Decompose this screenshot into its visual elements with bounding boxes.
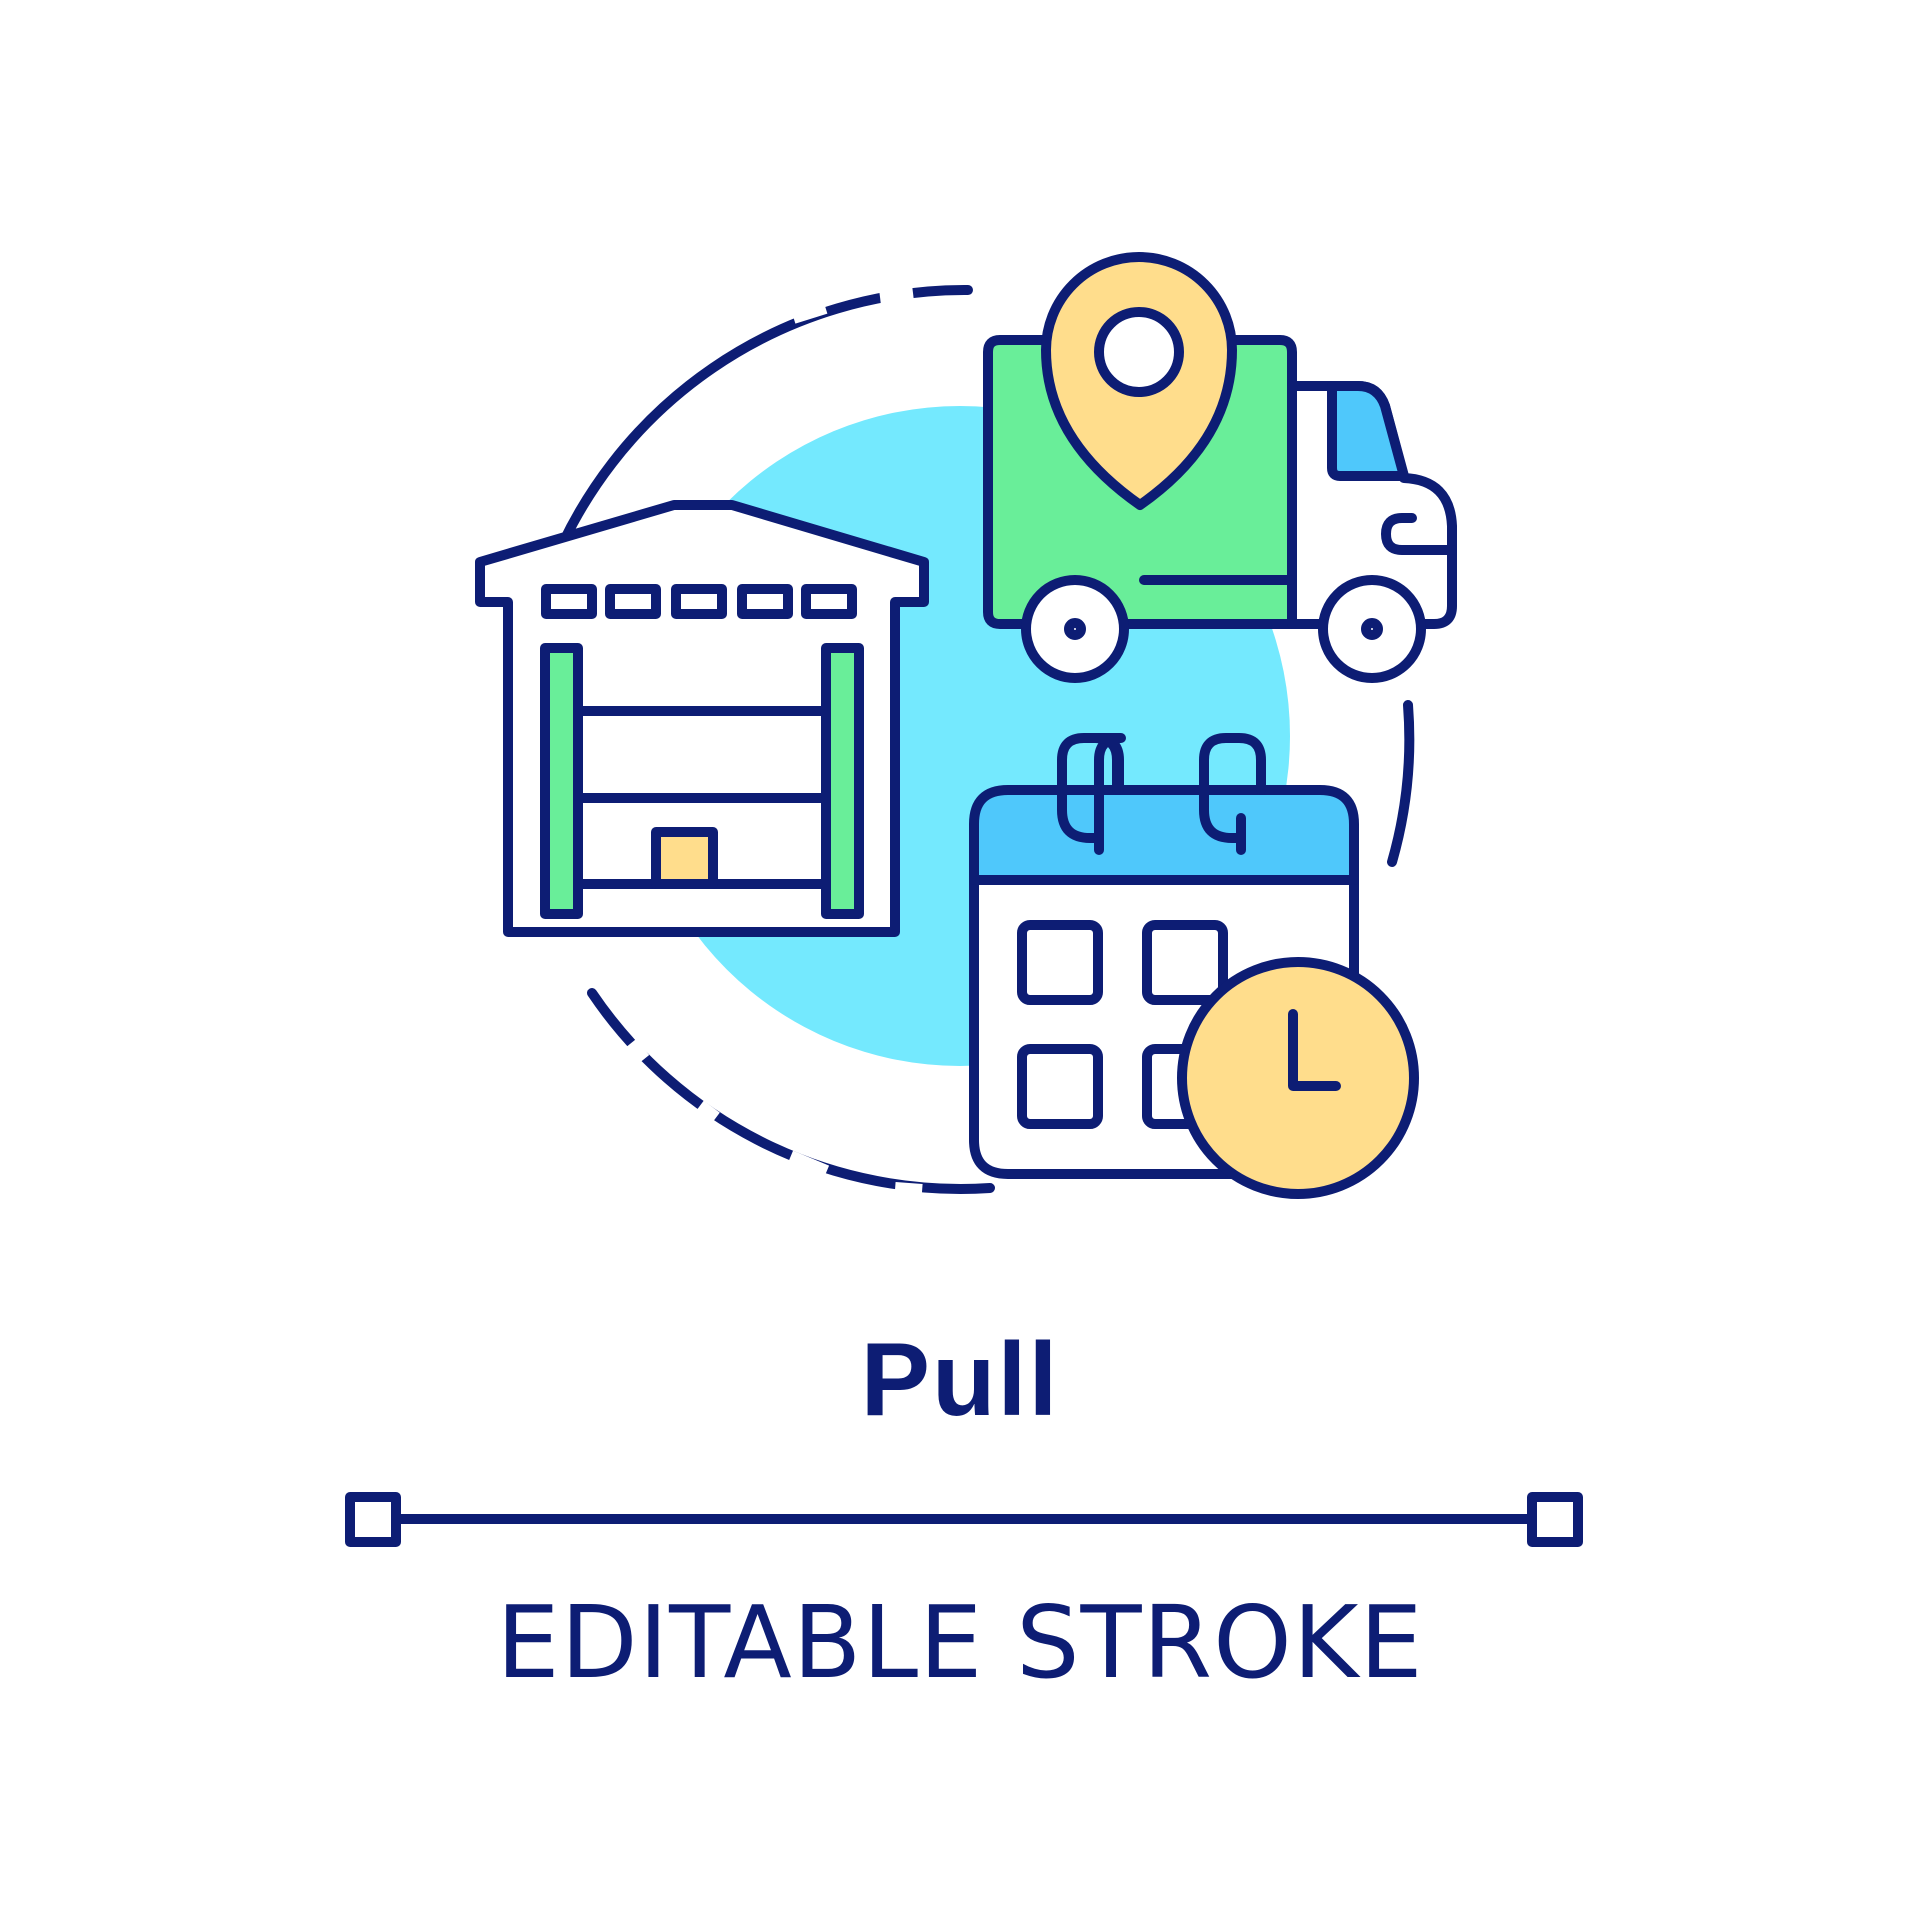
location-pin-icon bbox=[1041, 252, 1237, 510]
stroke-divider bbox=[345, 1492, 1583, 1547]
dashed-circle-gaps bbox=[552, 285, 923, 1200]
editable-stroke-caption: EDITABLE STROKE bbox=[496, 1584, 1424, 1701]
page-title: Pull bbox=[860, 1322, 1060, 1438]
clock-icon bbox=[1177, 957, 1419, 1199]
warehouse-icon bbox=[475, 500, 929, 937]
